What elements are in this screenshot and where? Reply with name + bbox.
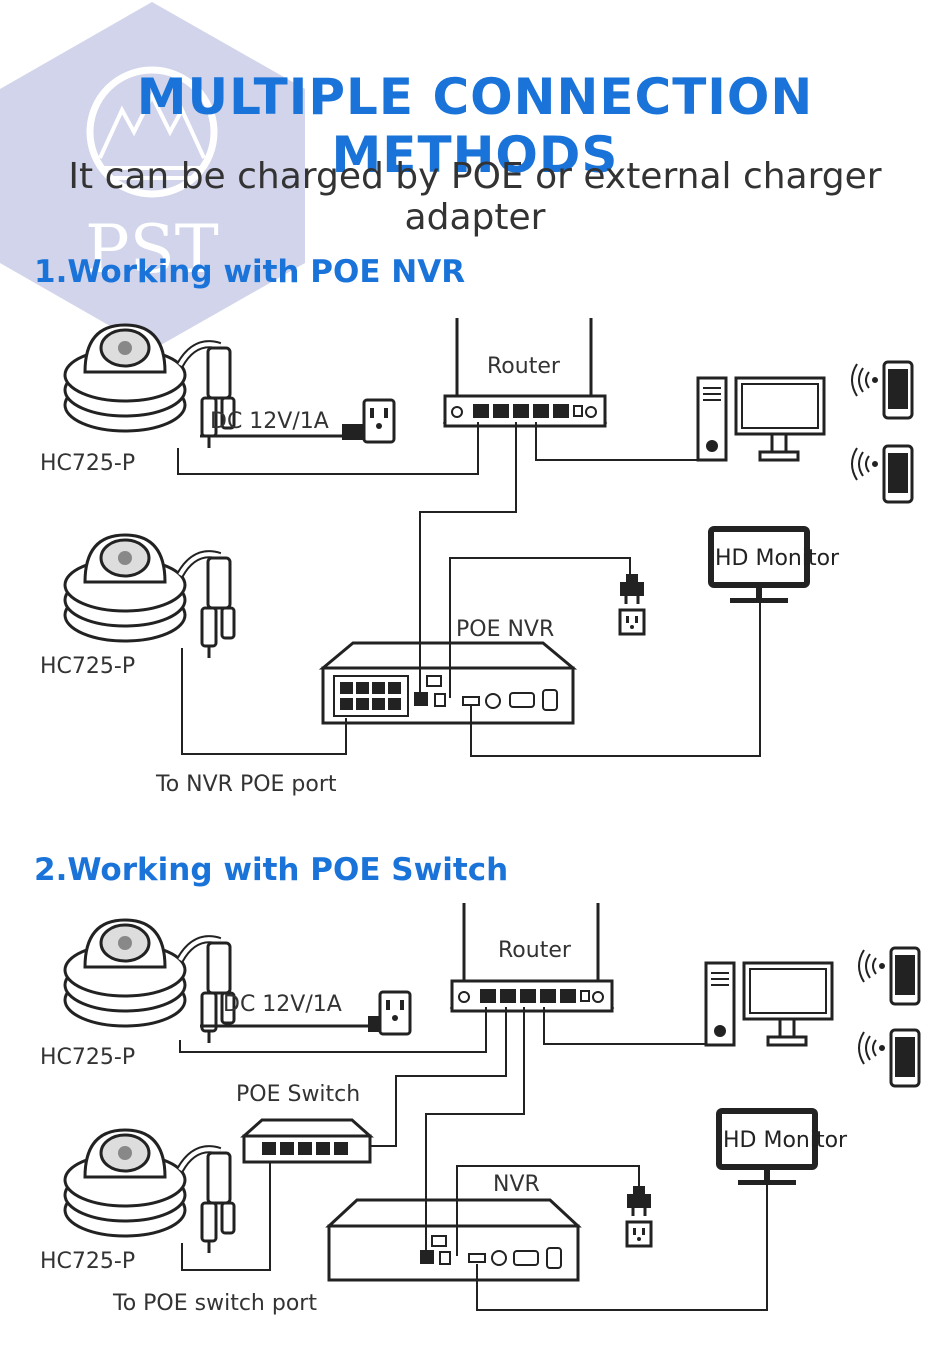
watermark-logo-ring <box>86 66 218 198</box>
camera-2-label: HC725-P <box>40 654 135 679</box>
apple-phone-icon <box>889 946 921 1006</box>
wifi-signal-icon <box>851 363 878 397</box>
desktop-pc-icon <box>704 961 834 1047</box>
power-label: DC 12V/1A <box>210 409 329 434</box>
watermark-mountain-icon <box>98 91 206 180</box>
desktop-pc-icon <box>696 376 826 462</box>
switch-label: POE Switch <box>236 1082 360 1107</box>
nvr-icon <box>318 641 578 725</box>
router-label-2: Router <box>498 938 572 963</box>
apple-phone-icon <box>882 360 914 420</box>
port-note: To NVR POE port <box>155 772 337 797</box>
section-2-heading: 2.Working with POE Switch <box>34 852 509 888</box>
router-label: Router <box>487 354 561 379</box>
dome-camera-icon <box>65 1130 234 1253</box>
page-title: MULTIPLE CONNECTION METHODS <box>136 68 814 184</box>
recorder-label-2: NVR <box>493 1172 540 1197</box>
dome-camera-icon <box>65 535 234 658</box>
android-phone-icon <box>889 1028 921 1088</box>
power-plug-icon <box>625 1184 653 1248</box>
section-2-cables <box>179 1007 768 1311</box>
section-1-heading: 1.Working with POE NVR <box>34 254 466 290</box>
recorder-label: POE NVR <box>456 617 554 642</box>
power-plug-icon <box>618 572 646 636</box>
power-outlet-icon <box>362 398 396 444</box>
monitor-label: HD Monitor <box>715 546 840 571</box>
camera-3-label: HC725-P <box>40 1045 135 1070</box>
dome-camera-icon <box>65 325 234 448</box>
section-1-cables <box>177 422 761 757</box>
nvr-icon <box>325 1198 582 1282</box>
watermark-text: PST <box>85 211 219 288</box>
camera-4-label: HC725-P <box>40 1249 135 1274</box>
monitor-label-2: HD Monitor <box>723 1128 848 1153</box>
wifi-signal-icon <box>858 1031 885 1065</box>
wifi-signal-icon <box>858 949 885 983</box>
camera-1-label: HC725-P <box>40 451 135 476</box>
page-subtitle: It can be charged by POE or external cha… <box>68 156 882 238</box>
power-label-2: DC 12V/1A <box>223 992 342 1017</box>
port-note-2: To POE switch port <box>112 1291 317 1316</box>
android-phone-icon <box>882 444 914 504</box>
wifi-signal-icon <box>851 447 878 481</box>
poe-switch-icon <box>240 1118 374 1164</box>
power-outlet-icon <box>378 990 412 1036</box>
